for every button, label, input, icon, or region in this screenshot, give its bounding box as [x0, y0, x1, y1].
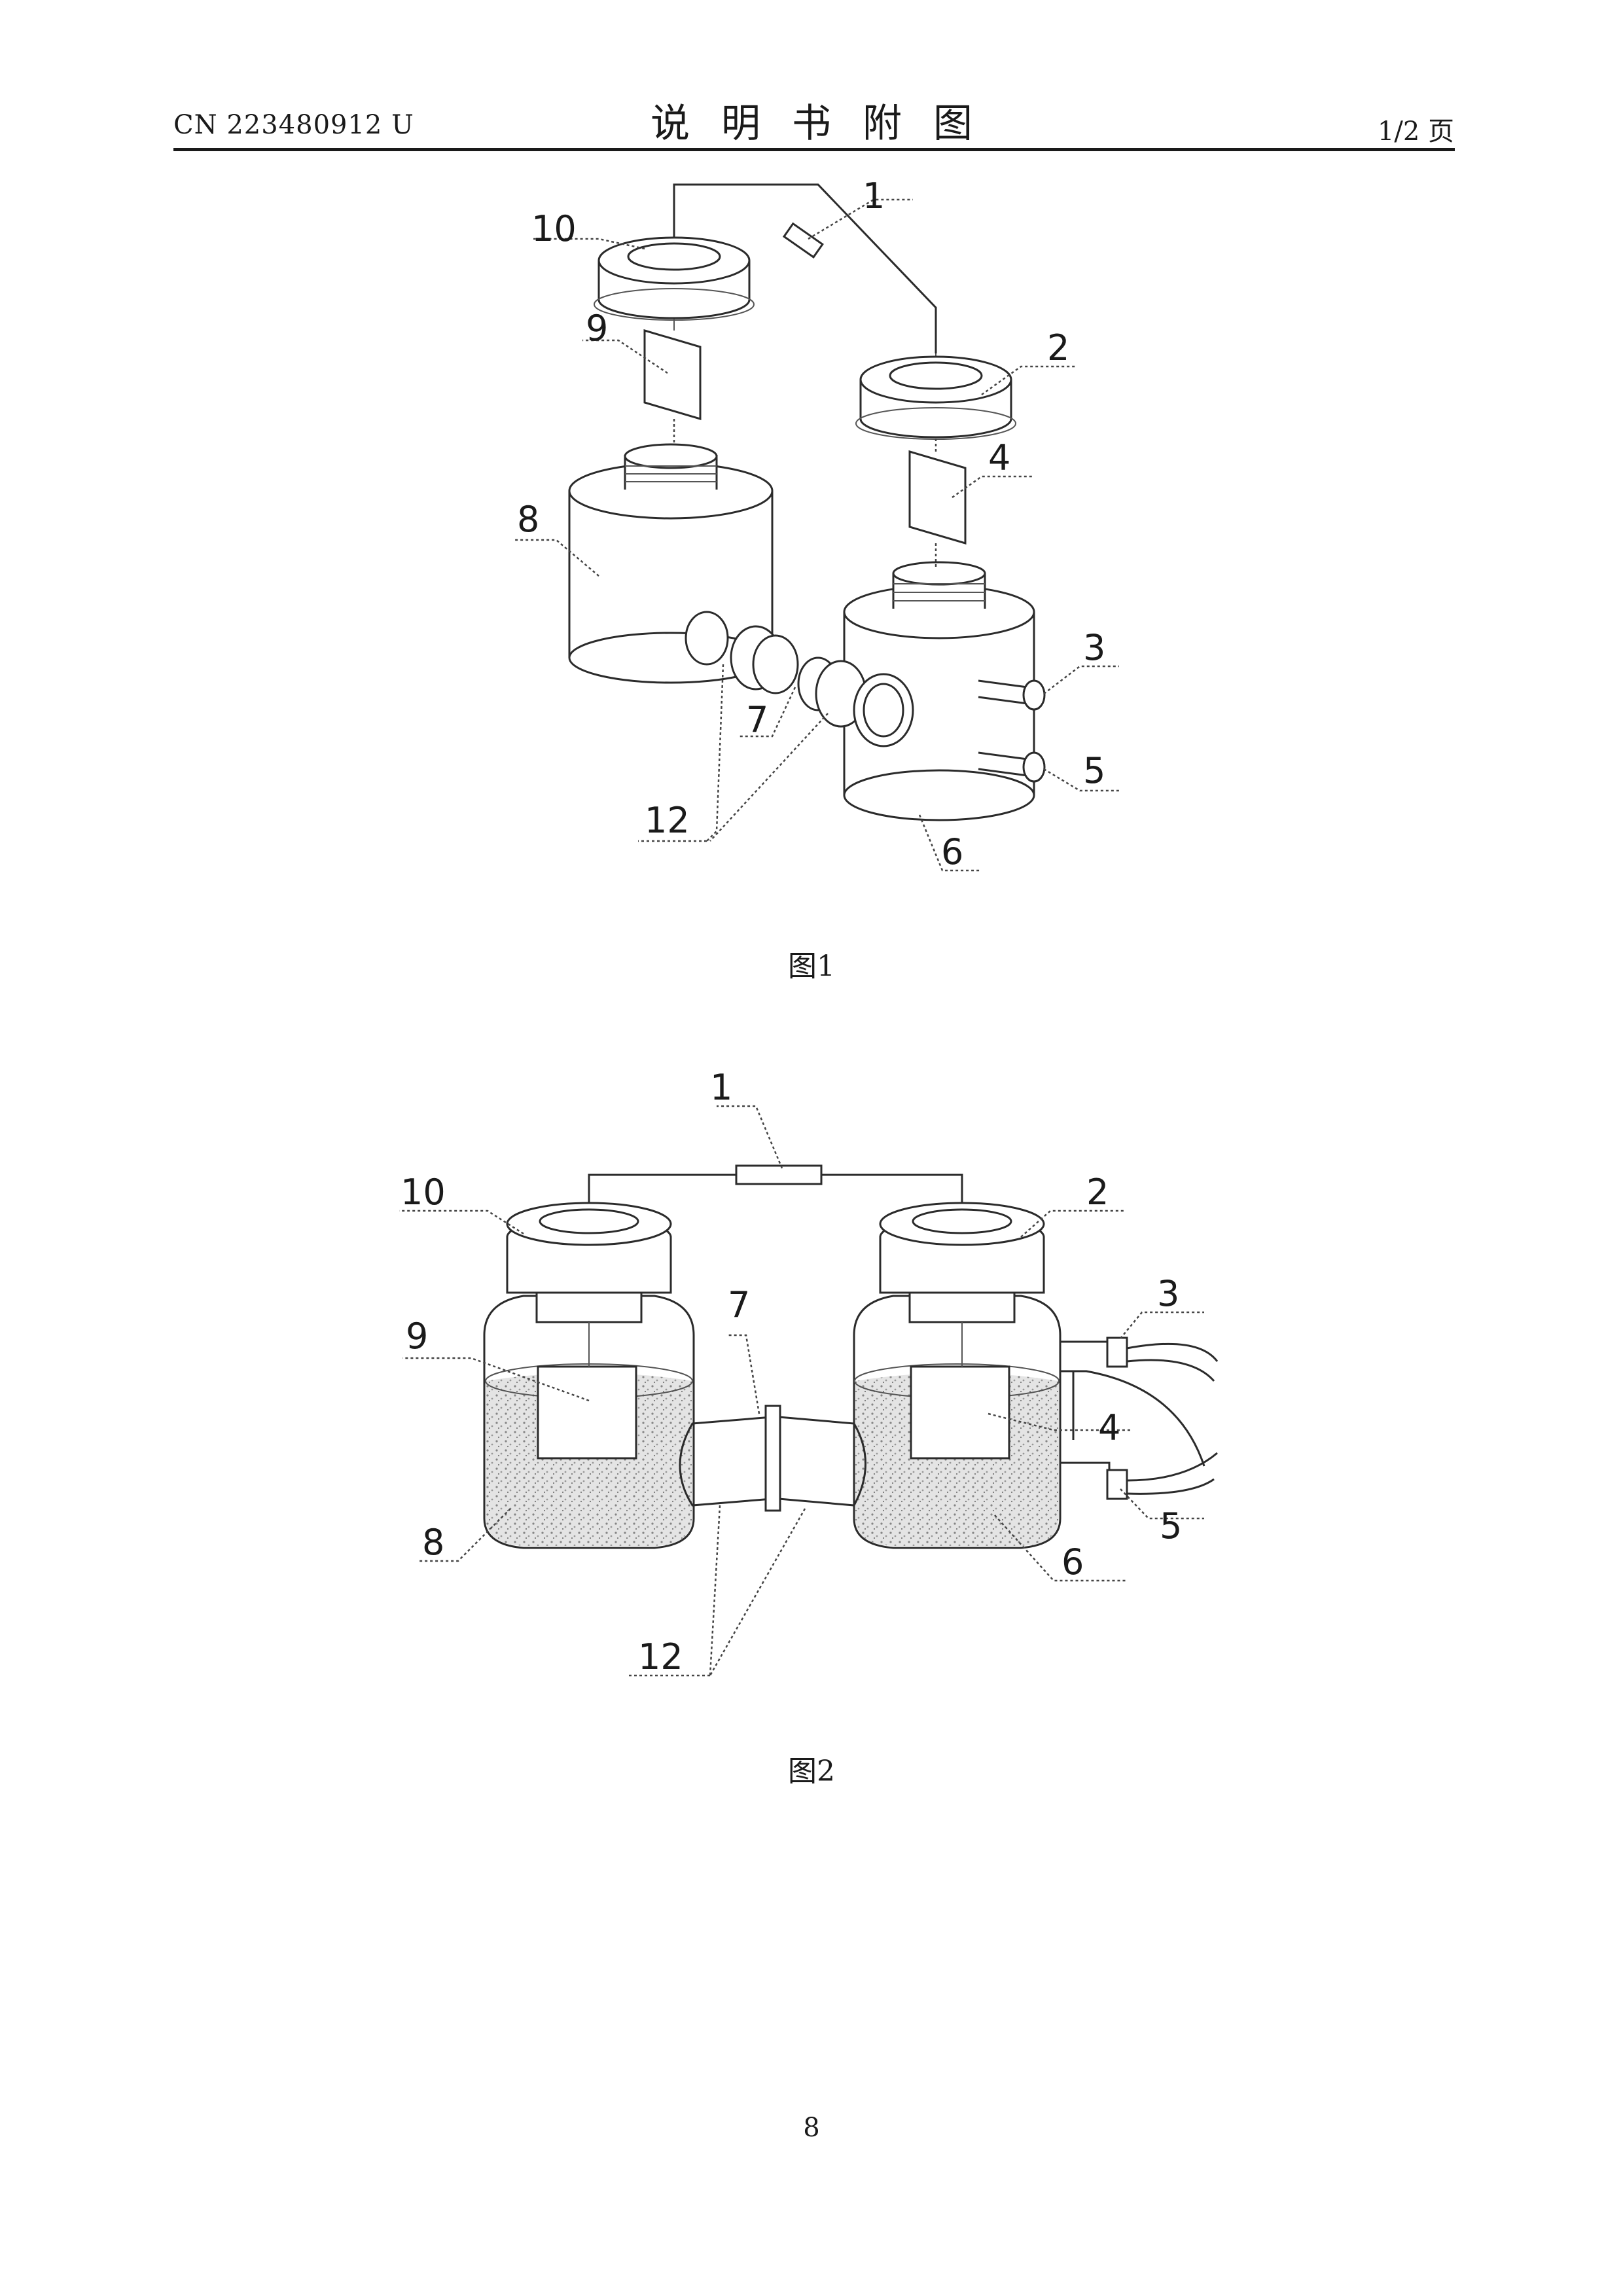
label-3: 3 — [1157, 1273, 1179, 1314]
label-8: 8 — [422, 1522, 444, 1563]
label-6: 6 — [941, 831, 963, 872]
label-5: 5 — [1083, 750, 1105, 791]
label-10: 10 — [531, 208, 577, 249]
figure-1-caption: 图1 — [0, 942, 1623, 984]
label-10: 10 — [401, 1172, 446, 1213]
label-6: 6 — [1061, 1541, 1084, 1583]
cap-10 — [594, 238, 754, 320]
label-2: 2 — [1086, 1172, 1109, 1213]
electrode-9 — [538, 1367, 636, 1458]
label-7: 7 — [746, 699, 768, 740]
label-4: 4 — [1098, 1407, 1120, 1448]
electrode-4 — [911, 1367, 1009, 1458]
figure-2-drawing: 1 10 2 3 9 7 4 5 8 6 12 — [0, 1034, 1623, 1728]
label-12: 12 — [638, 1636, 683, 1677]
label-2: 2 — [1047, 327, 1069, 368]
electrode-9 — [645, 331, 700, 419]
cap-10 — [507, 1203, 671, 1367]
resistor-component — [736, 1166, 821, 1184]
label-9: 9 — [586, 308, 608, 349]
label-5: 5 — [1160, 1505, 1182, 1547]
figure-2-caption: 图2 — [0, 1748, 1623, 1789]
label-8: 8 — [517, 499, 539, 540]
label-12: 12 — [645, 800, 690, 841]
connector-tube-7 — [680, 1406, 866, 1511]
page-indicator: 1/2 页 — [1378, 110, 1454, 148]
membrane — [766, 1406, 780, 1511]
label-7: 7 — [728, 1284, 750, 1325]
cap-2 — [856, 353, 1016, 439]
label-4: 4 — [988, 437, 1010, 478]
cap-2 — [880, 1203, 1044, 1367]
page-number: 8 — [0, 2113, 1623, 2143]
header-rule — [173, 148, 1455, 151]
electrode-4 — [910, 452, 965, 543]
label-1: 1 — [710, 1067, 732, 1108]
label-9: 9 — [406, 1316, 428, 1357]
label-3: 3 — [1083, 627, 1105, 668]
figure-1-drawing: 1 10 9 2 4 8 3 7 5 12 6 — [0, 157, 1623, 916]
resistor-component — [784, 224, 823, 257]
label-1: 1 — [863, 175, 885, 217]
